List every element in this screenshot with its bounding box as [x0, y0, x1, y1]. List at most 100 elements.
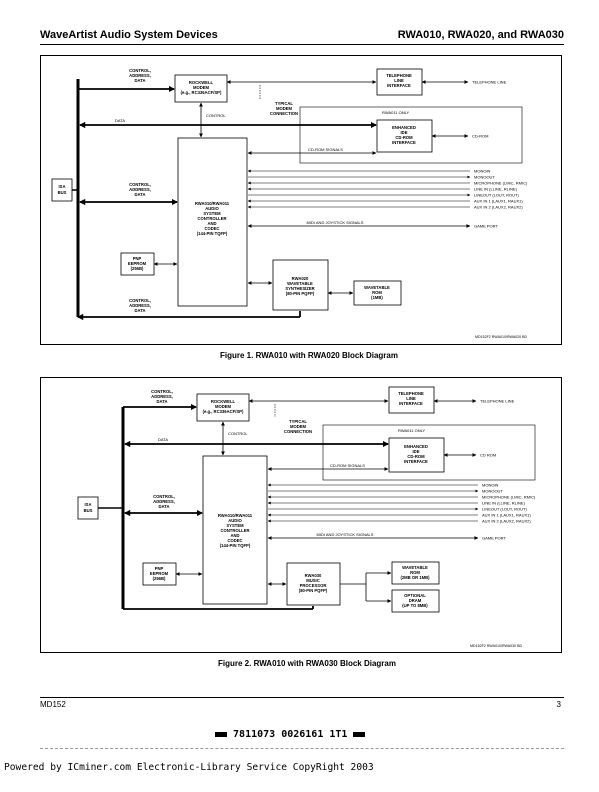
synth-1: RWA020 — [292, 276, 309, 281]
signal-1: MONOIN — [474, 169, 491, 174]
scan-dashes — [40, 748, 564, 749]
ide-3: CD-ROM — [395, 135, 413, 140]
modem2-1: ROCKWELL — [211, 399, 236, 404]
header-left: WaveArtist Audio System Devices — [40, 29, 218, 41]
data-label: DATA — [115, 118, 125, 123]
main-6: CODEC — [204, 226, 219, 231]
dram-1: OPTIONAL — [404, 593, 426, 598]
game-port-label-2: GAME PORT — [482, 536, 506, 541]
modem-box-2 — [196, 393, 250, 422]
figure-1-diagram: ISA BUS CONTROL, ADDRESS, DATA ROCKWELL … — [51, 68, 528, 339]
telephone-box-2 — [388, 386, 435, 414]
main2-1: RWA010/RWA011 — [218, 513, 253, 518]
isa2-line-2: BUS — [84, 508, 93, 513]
ctrl2-top-1: CONTROL, — [151, 389, 173, 394]
rom2-1: WAVETABLE — [402, 565, 428, 570]
figure-1-caption: Figure 1. RWA010 with RWA020 Block Diagr… — [220, 351, 398, 360]
ctrl2-mid-1: CONTROL, — [153, 494, 175, 499]
rwa011-only-label-2: RWA011 ONLY — [398, 428, 426, 433]
signal-2: MONOOUT — [474, 175, 495, 180]
proc-2: MUSIC — [306, 578, 320, 583]
main-1: RWA010/RWA011 — [195, 201, 230, 206]
tel2-line-label: TELEPHONE LINE — [480, 399, 515, 404]
isa-line-1: ISA — [59, 184, 66, 189]
barcode-text: 7811073 0026161 1T1 — [233, 729, 348, 740]
control2-label: CONTROL — [228, 431, 248, 436]
pnp-1: PNP — [133, 256, 142, 261]
barcode-line: 7811073 0026161 1T1 — [215, 729, 366, 740]
ide-box — [376, 119, 433, 153]
isa2-line-1: ISA — [85, 502, 92, 507]
rom2-2: ROM — [410, 570, 420, 575]
figure-1-code: MD152F2 RWA010/RWA020 BD — [475, 335, 528, 339]
pnp2-3: (256B) — [153, 576, 166, 581]
wavetable-rom-box — [353, 280, 402, 306]
data2-label: DATA — [158, 437, 168, 442]
synth-4: (80-PIN PQFP) — [286, 291, 315, 296]
modem-box — [174, 74, 228, 103]
main-5: AND — [207, 221, 216, 226]
typical-2: MODEM — [276, 106, 293, 111]
bar-mark-right — [353, 731, 366, 737]
tel-2: LINE — [394, 78, 404, 83]
signal2-4: LINE IN (LLINE, RLINE) — [482, 501, 526, 506]
signal-6: AUX IN 1 (LAUX1, RAUX1) — [474, 199, 523, 204]
main-2: AUDIO — [205, 206, 219, 211]
ide2-4: INTERFACE — [404, 459, 428, 464]
footer-left: MD152 — [40, 700, 66, 709]
main-3: SYSTEM — [203, 211, 221, 216]
ctrl2-mid-3: DATA — [158, 504, 169, 509]
pnp-2: EEPROM — [128, 261, 147, 266]
signal-3: MICROPHONE (LMIC, RMIC) — [474, 181, 528, 186]
ctrl-top-3: DATA — [134, 78, 145, 83]
cdrom-signals-label: CD-ROM SIGNALS — [308, 147, 343, 152]
ctrl-bot-1: CONTROL, — [129, 298, 151, 303]
main-controller-box — [177, 137, 248, 307]
pnp-3: (256B) — [131, 266, 144, 271]
game-port-label: GAME PORT — [474, 224, 498, 229]
rwa011-only-region-2 — [322, 424, 536, 481]
optional-dram-box — [391, 589, 440, 613]
rom-2: ROM — [372, 290, 382, 295]
signal2-7: AUX IN 2 (LAUX2, RAUX2) — [482, 519, 531, 524]
ide-2: IDE — [401, 130, 408, 135]
cdrom2-label: CD ROM — [480, 453, 496, 458]
signal2-2: MONOOUT — [482, 489, 503, 494]
ctrl-top-2: ADDRESS, — [129, 73, 151, 78]
pnp2-1: PNP — [155, 566, 164, 571]
figure-2-diagram: ISA BUS CONTROL, ADDRESS, DATA ROCKWELL … — [77, 386, 536, 648]
wavetable-rom-box-2 — [391, 561, 440, 585]
typical-1: TYPICAL — [275, 101, 293, 106]
main2-4: CONTROLLER — [220, 528, 249, 533]
typical-3: CONNECTION — [270, 111, 298, 116]
figure-1-frame — [40, 55, 562, 345]
ide-box-2 — [388, 437, 445, 473]
tel-1: TELEPHONE — [386, 73, 412, 78]
ctrl-bot-3: DATA — [134, 308, 145, 313]
main-7: (144-PIN TQFP) — [197, 231, 228, 236]
signal2-6: AUX IN 1 (LAUX1, RAUX1) — [482, 513, 531, 518]
ctrl2-mid-2: ADDRESS, — [153, 499, 175, 504]
tel-3: INTERFACE — [387, 83, 411, 88]
footer-page-number: 3 — [556, 700, 561, 709]
header-right: RWA010, RWA020, and RWA030 — [397, 29, 564, 41]
ctrl-mid-3: DATA — [134, 192, 145, 197]
main2-2: AUDIO — [228, 518, 242, 523]
rwa011-only-label: RWA011 ONLY — [382, 110, 410, 115]
ide-4: INTERFACE — [392, 140, 416, 145]
main2-3: SYSTEM — [226, 523, 244, 528]
proc-1: RWA030 — [305, 573, 322, 578]
ctrl-top-1: CONTROL, — [129, 68, 151, 73]
bar-mark-left — [215, 731, 227, 737]
synth-3: SYNTHESIZER — [285, 286, 314, 291]
cdrom-signals-label-2: CD-ROM SIGNALS — [330, 463, 365, 468]
rom-3: (1MB) — [371, 295, 383, 300]
typical2-3: CONNECTION — [284, 429, 312, 434]
modem-2: MODEM — [193, 85, 210, 90]
music-processor-box — [286, 562, 341, 606]
signal2-5: LINEOUT (LOUT, ROUT) — [482, 507, 527, 512]
modem2-3: (e.g., RC336ACF/SP) — [203, 409, 244, 414]
ide2-1: ENHANCED — [404, 444, 428, 449]
tel2-3: INTERFACE — [399, 401, 423, 406]
ctrl2-top-3: DATA — [156, 399, 167, 404]
